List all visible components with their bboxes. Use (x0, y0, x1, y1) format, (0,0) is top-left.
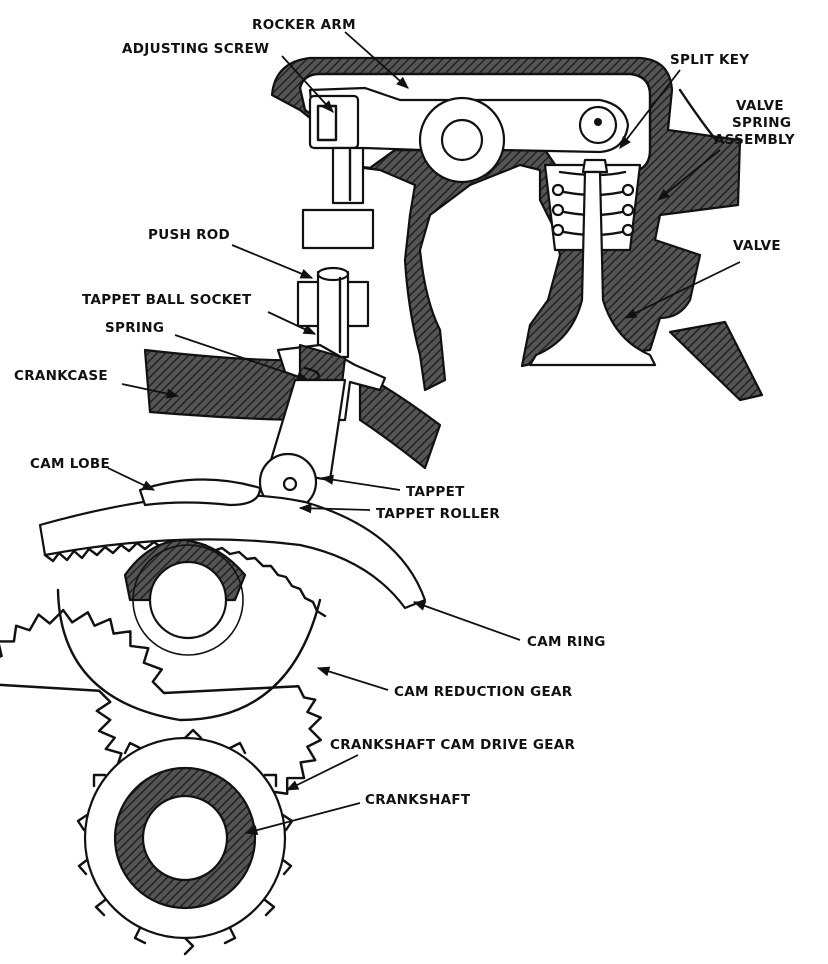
label-push-rod: PUSH ROD (148, 227, 230, 243)
label-valve: VALVE (733, 238, 781, 254)
labels: ROCKER ARM ADJUSTING SCREW SPLIT KEY VAL… (14, 17, 795, 808)
label-crankcase: CRANKCASE (14, 368, 108, 384)
label-rocker-arm: ROCKER ARM (252, 17, 356, 33)
label-spring: SPRING (105, 320, 164, 336)
label-split-key: SPLIT KEY (670, 52, 749, 68)
valve-assembly (528, 158, 764, 402)
label-cam-reduction-gear: CAM REDUCTION GEAR (394, 684, 573, 700)
label-valve-spring-line3: ASSEMBLY (714, 132, 795, 148)
label-tappet-ball-socket: TAPPET BALL SOCKET (82, 292, 252, 308)
label-crankshaft: CRANKSHAFT (365, 792, 471, 808)
push-rod (296, 266, 370, 359)
label-crankshaft-cam-drive-gear: CRANKSHAFT CAM DRIVE GEAR (330, 737, 576, 753)
label-cam-lobe: CAM LOBE (30, 456, 110, 472)
label-adjusting-screw: ADJUSTING SCREW (122, 41, 269, 57)
label-cam-ring: CAM RING (527, 634, 606, 650)
label-tappet: TAPPET (406, 484, 465, 500)
crankshaft-cam-drive-gear (76, 728, 294, 956)
rocker-arm (308, 86, 630, 184)
label-valve-spring-line1: VALVE (736, 98, 784, 114)
tappet (258, 343, 387, 512)
label-tappet-roller: TAPPET ROLLER (376, 506, 500, 522)
leader-lines (107, 31, 741, 835)
label-valve-spring-line2: SPRING (732, 115, 791, 131)
